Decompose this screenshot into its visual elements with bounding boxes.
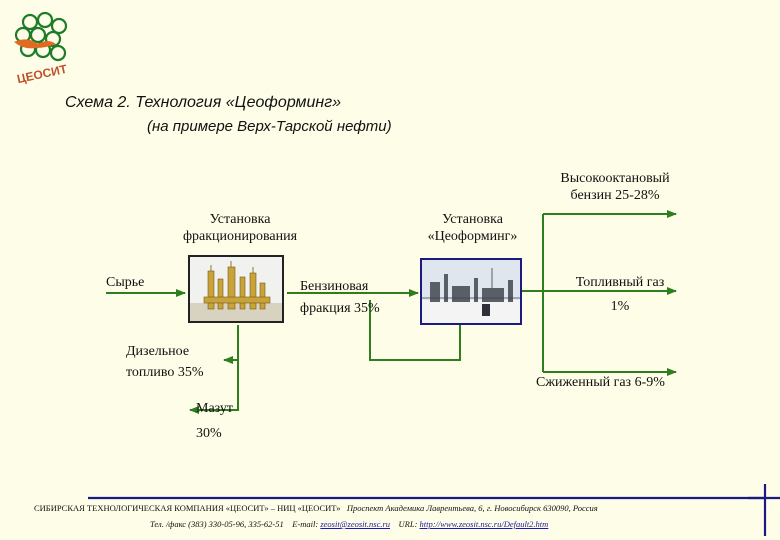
fuel-oil-line2: 30% xyxy=(196,426,222,441)
fractionation-label-line1: Установка xyxy=(209,212,271,227)
fuel-gas-label: Топливный газ 1% xyxy=(545,271,695,319)
footer-url-label: URL: xyxy=(398,519,418,529)
fuel-gas-line1: Топливный газ xyxy=(575,275,665,290)
zeoforming-label-line1: Установка xyxy=(442,212,503,227)
footer-phone: Тел. /факс (383) 330-05-96, 335-62-51 xyxy=(150,519,284,529)
fractionation-unit-label: Установка фракционирования xyxy=(150,211,330,245)
recycle-loop xyxy=(369,300,461,361)
high-octane-line2: бензин 25-28% xyxy=(570,188,660,203)
fuel-gas-line2: 1% xyxy=(610,299,630,314)
gasoline-fraction-label: Бензиновая фракция 35% xyxy=(300,276,380,320)
zeoforming-unit-label: Установка «Цеоформинг» xyxy=(385,211,560,245)
high-octane-label: Высокооктановый бензин 25-28% xyxy=(535,170,695,204)
diesel-line2: топливо 35% xyxy=(126,365,204,380)
fractionation-unit-photo xyxy=(188,255,284,323)
fuel-oil-label: Мазут 30% xyxy=(196,396,233,446)
page-title: Схема 2. Технология «Цеоформинг» xyxy=(65,94,341,111)
fuel-oil-line1: Мазут xyxy=(196,401,234,416)
footer-address: Проспект Академика Лаврентьева, 6, г. Но… xyxy=(346,503,598,513)
diesel-line1: Дизельное xyxy=(126,344,190,359)
fractionation-label-line2: фракционирования xyxy=(182,229,298,244)
diesel-arrow xyxy=(223,325,239,364)
fuel-oil-arrow xyxy=(189,360,239,414)
footer-line2: Тел. /факс (383) 330-05-96, 335-62-51 E-… xyxy=(150,519,548,529)
footer-email-label: E-mail: xyxy=(292,519,319,529)
diesel-label: Дизельное топливо 35% xyxy=(126,341,204,383)
footer-line1: СИБИРСКАЯ ТЕХНОЛОГИЧЕСКАЯ КОМПАНИЯ «ЦЕОС… xyxy=(34,503,598,513)
footer-email-link[interactable]: zeosit@zeosit.nsc.ru xyxy=(320,519,391,529)
footer-company: СИБИРСКАЯ ТЕХНОЛОГИЧЕСКАЯ КОМПАНИЯ «ЦЕОС… xyxy=(34,503,341,513)
high-octane-line1: Высокооктановый xyxy=(560,171,670,186)
zeosit-logo: ЦЕОСИТ xyxy=(14,11,69,86)
gasoline-fraction-line2: фракция 35% xyxy=(300,301,380,316)
zeoforming-label-line2: «Цеоформинг» xyxy=(427,229,518,244)
footer-url-link[interactable]: http://www.zeosit.nsc.ru/Default2.htm xyxy=(419,519,549,529)
refinery-columns-icon xyxy=(190,257,282,321)
page-subtitle: (на примере Верх-Тарской нефти) xyxy=(147,118,392,135)
zeoforming-unit-photo xyxy=(420,258,522,325)
industrial-plant-icon xyxy=(422,260,520,323)
gasoline-fraction-line1: Бензиновая xyxy=(300,279,369,294)
liquefied-gas-label: Сжиженный газ 6-9% xyxy=(536,375,665,390)
feed-label: Сырье xyxy=(106,275,145,290)
